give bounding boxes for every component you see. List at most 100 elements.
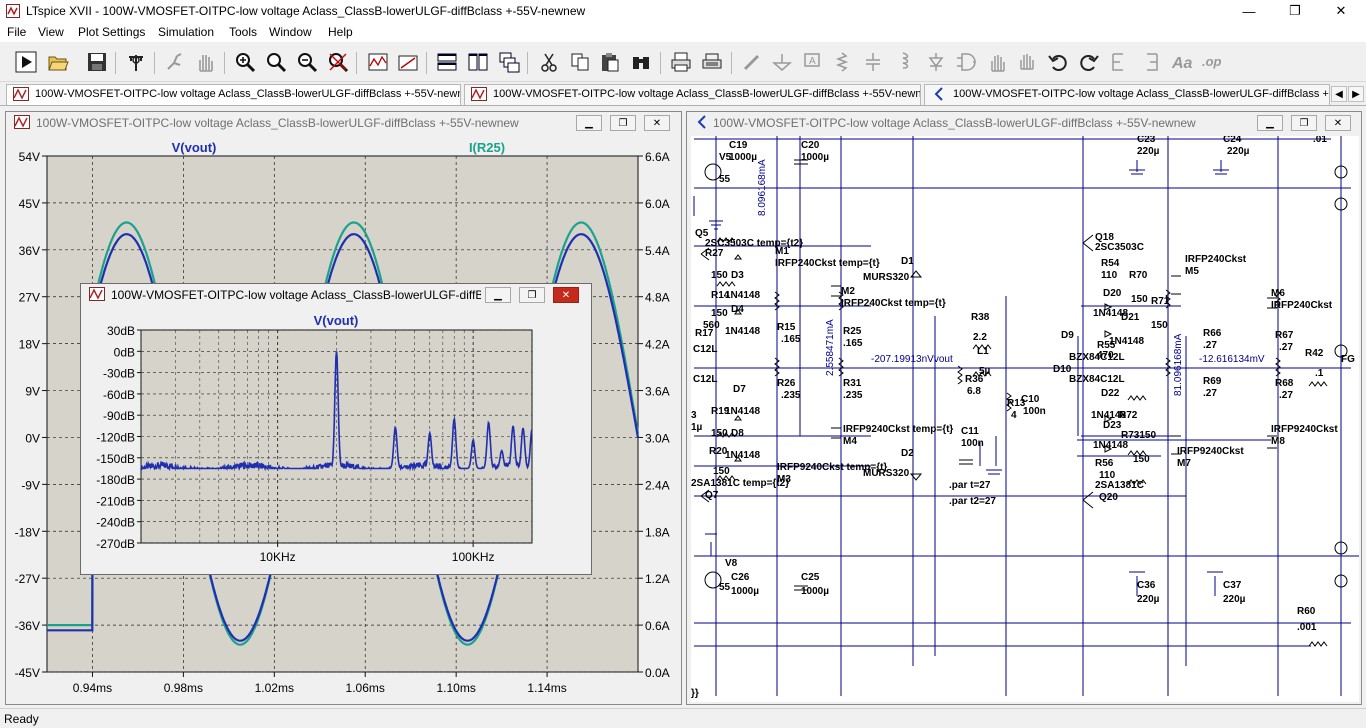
schematic-label-c25v[interactable]: 1000µ	[801, 586, 829, 597]
schematic-label-m8m[interactable]: IRFP9240Ckst	[1271, 424, 1338, 435]
fft-minimize-button[interactable]: ▁	[485, 287, 511, 303]
fft-close-button[interactable]: ✕	[553, 287, 579, 303]
schematic-label-r15[interactable]: R15	[777, 322, 796, 333]
schematic-label-bz3[interactable]: }}	[691, 688, 699, 699]
schematic-label-r17[interactable]: R17	[695, 328, 714, 339]
waveform-window[interactable]: 100W-VMOSFET-OITPC-low voltage Aclass_Cl…	[5, 111, 682, 705]
schematic-label-r31[interactable]: R31	[843, 378, 862, 389]
diode-icon[interactable]	[924, 50, 948, 74]
schematic-label-n4148f[interactable]: 1N4148	[1109, 336, 1144, 347]
label-net-icon[interactable]: A	[800, 50, 824, 74]
schematic-label-r36v[interactable]: 6.8	[967, 386, 981, 397]
menu-window[interactable]: Window	[269, 25, 312, 39]
schematic-label-r38[interactable]: R38	[971, 312, 990, 323]
schematic-label-r67[interactable]: R67	[1275, 330, 1294, 341]
schematic-label-r19v[interactable]: 150	[711, 428, 728, 439]
schematic-label-r56v[interactable]: 110	[1099, 470, 1116, 481]
schematic-label-r54[interactable]: R54	[1101, 258, 1120, 269]
menu-plot-settings[interactable]: Plot Settings	[78, 25, 146, 39]
schematic-label-r26v[interactable]: .235	[781, 390, 801, 401]
schematic-label-r26[interactable]: R26	[777, 378, 796, 389]
resistor-icon[interactable]	[830, 50, 854, 74]
schematic-label-r67v[interactable]: .27	[1279, 342, 1293, 353]
schematic-label-n4148h[interactable]: 1N4148	[1093, 440, 1128, 451]
schematic-label-q5[interactable]: Q5	[695, 228, 709, 239]
rotate-icon[interactable]	[1108, 50, 1132, 74]
component-icon[interactable]	[954, 50, 978, 74]
schematic-minimize-button[interactable]: ▁	[1257, 115, 1283, 131]
schematic-label-r17v[interactable]: 560	[703, 320, 720, 331]
schematic-label-r56[interactable]: R56	[1095, 458, 1114, 469]
schematic-label-part2[interactable]: .par t2=27	[949, 496, 996, 507]
schematic-label-d23[interactable]: D23	[1103, 420, 1122, 431]
schematic-label-c20v[interactable]: 1000µ	[801, 152, 829, 163]
schematic-label-d20[interactable]: D20	[1103, 288, 1122, 299]
schematic-close-button[interactable]: ✕	[1325, 115, 1351, 131]
schematic-label-n4148a[interactable]: 1N4148	[725, 290, 760, 301]
schematic-label-d7[interactable]: D7	[733, 384, 746, 395]
schematic-label-c36[interactable]: C36	[1137, 580, 1156, 591]
schematic-label-r25[interactable]: R25	[843, 326, 862, 337]
schematic-label-c23[interactable]: C23	[1137, 136, 1156, 145]
schematic-label-m6[interactable]: M6	[1271, 288, 1285, 299]
tab-waveform-fft[interactable]: 100W-VMOSFET-OITPC-low voltage Aclass_Cl…	[464, 84, 921, 105]
zoom-pan-icon[interactable]	[264, 50, 288, 74]
schematic-label-c24v[interactable]: 220µ	[1227, 146, 1250, 157]
pick-visible-traces-icon[interactable]	[396, 50, 420, 74]
schematic-label-m1m[interactable]: IRFP240Ckst temp={t}	[775, 258, 880, 269]
zoom-full-icon[interactable]	[326, 50, 350, 74]
schematic-label-r69v[interactable]: .27	[1203, 388, 1217, 399]
schematic-label-r70[interactable]: R70	[1129, 270, 1148, 281]
schematic-label-d1[interactable]: D1	[901, 256, 914, 267]
schematic-label-d8[interactable]: D8	[731, 428, 744, 439]
schematic-label-m7m[interactable]: IRFP9240Ckst	[1177, 446, 1244, 457]
schematic-label-d3[interactable]: D3	[731, 270, 744, 281]
schematic-label-r73[interactable]: R73150	[1121, 430, 1156, 441]
schematic-label-c24[interactable]: C24	[1223, 136, 1242, 145]
schematic-label-q20m[interactable]: 2SA1381C	[1095, 480, 1144, 491]
tab-scroll-right-icon[interactable]: ▶	[1348, 86, 1364, 102]
capacitor-icon[interactable]	[861, 50, 885, 74]
drag-hand-icon[interactable]	[1015, 50, 1039, 74]
schematic-label-m3m[interactable]: IRFP9240Ckst temp={t}	[777, 462, 887, 473]
schematic-label-r66v[interactable]: .27	[1203, 340, 1217, 351]
trace-label-ir25[interactable]: I(R25)	[469, 140, 505, 155]
schematic-label-r54v[interactable]: 110	[1101, 270, 1118, 281]
schematic-label-m5[interactable]: M5	[1185, 266, 1199, 277]
schematic-label-r19[interactable]: R19	[711, 406, 730, 417]
schematic-label-r42v[interactable]: .1	[1315, 368, 1324, 379]
schematic-label-m6m[interactable]: IRFP240Ckst	[1271, 300, 1333, 311]
move-hand-icon[interactable]	[985, 50, 1009, 74]
schematic-label-r13[interactable]: R13	[1007, 398, 1026, 409]
schematic-label-c11[interactable]: C11	[961, 426, 979, 437]
schematic-label-d4[interactable]: D4	[731, 304, 744, 315]
schematic-label-vout[interactable]: -207.19913nVvout	[871, 354, 953, 365]
schematic-label-m2[interactable]: M2	[841, 286, 855, 297]
schematic-label-part[interactable]: .par t=27	[949, 480, 991, 491]
menu-file[interactable]: File	[7, 25, 27, 39]
schematic-label-p01[interactable]: .01	[1313, 136, 1327, 145]
menu-tools[interactable]: Tools	[229, 25, 258, 39]
schematic-label-c26[interactable]: C26	[731, 572, 750, 583]
waveform-restore-button[interactable]: ❐	[610, 115, 636, 131]
zoom-out-icon[interactable]	[295, 50, 319, 74]
inductor-icon[interactable]	[891, 50, 915, 74]
open-folder-icon[interactable]	[46, 50, 70, 74]
paste-icon[interactable]	[598, 50, 622, 74]
schematic-label-nv[interactable]: -12.616134mV	[1199, 354, 1265, 365]
schematic-label-c37v[interactable]: 220µ	[1223, 594, 1246, 605]
fft-restore-button[interactable]: ❐	[519, 287, 545, 303]
schematic-label-c19v[interactable]: 1000µ	[729, 152, 757, 163]
schematic-label-d22[interactable]: D22	[1101, 388, 1120, 399]
schematic-restore-button[interactable]: ❐	[1291, 115, 1317, 131]
tile-horizontally-icon[interactable]	[435, 50, 459, 74]
schematic-label-r70v[interactable]: 150	[1131, 294, 1148, 305]
schematic-label-v8[interactable]: V8	[725, 558, 738, 569]
schematic-label-c23v[interactable]: 220µ	[1137, 146, 1160, 157]
zoom-in-icon[interactable]	[233, 50, 257, 74]
schematic-label-c26v[interactable]: 1000µ	[731, 586, 759, 597]
schematic-label-c12l2[interactable]: C12L	[693, 374, 717, 385]
schematic-label-m8[interactable]: M8	[1271, 436, 1285, 447]
schematic-label-r73v[interactable]: 150	[1133, 454, 1150, 465]
cut-icon[interactable]	[537, 50, 561, 74]
